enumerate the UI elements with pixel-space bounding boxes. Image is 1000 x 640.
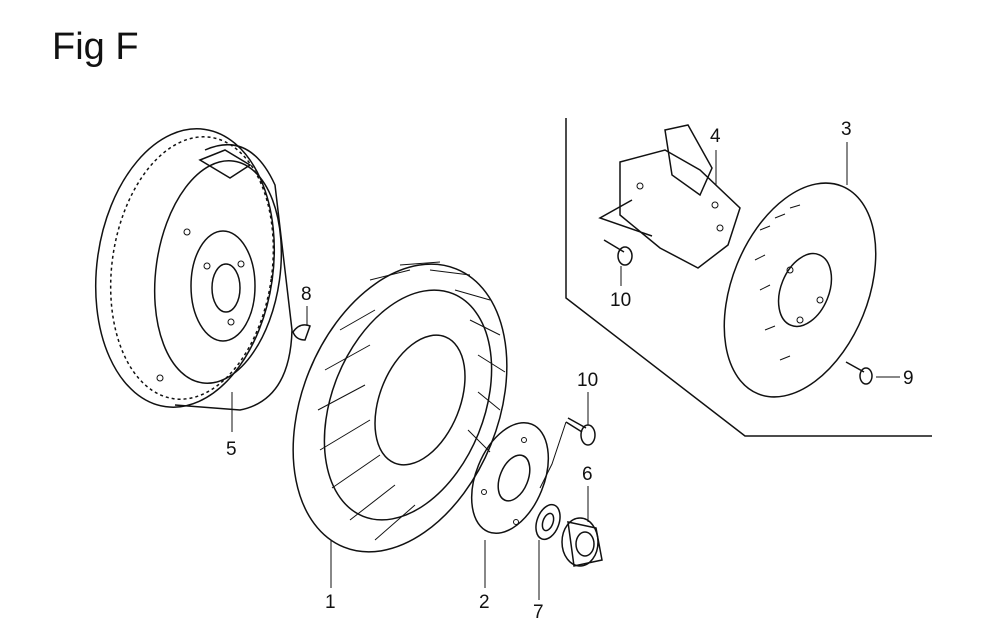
callout-8: 8 [301, 284, 312, 305]
plate-part [470, 421, 550, 535]
bolt-leader-line [539, 421, 567, 489]
callout-1: 1 [325, 592, 336, 613]
callout-4: 4 [710, 126, 721, 147]
washer-part [535, 503, 561, 541]
bolt-left-part [603, 239, 633, 266]
inset-frame [565, 118, 932, 437]
key-part [292, 324, 311, 341]
callout-10-left: 10 [610, 290, 631, 311]
callout-9: 9 [903, 368, 914, 389]
callout-3: 3 [841, 119, 852, 140]
callout-5: 5 [226, 439, 237, 460]
disc-part [723, 182, 877, 398]
pulser-bracket-part [598, 124, 741, 269]
screw-part [845, 361, 873, 385]
leader-lines [231, 142, 900, 600]
flywheel-part [94, 128, 293, 411]
bolt-center-part [565, 417, 596, 446]
callout-10-center: 10 [577, 370, 598, 391]
callout-2: 2 [479, 592, 490, 613]
figure-title: Fig F [52, 26, 139, 68]
cooling-fan-part [292, 261, 508, 553]
callout-6: 6 [582, 464, 593, 485]
nut-part [561, 517, 603, 567]
callout-7: 7 [533, 602, 544, 623]
